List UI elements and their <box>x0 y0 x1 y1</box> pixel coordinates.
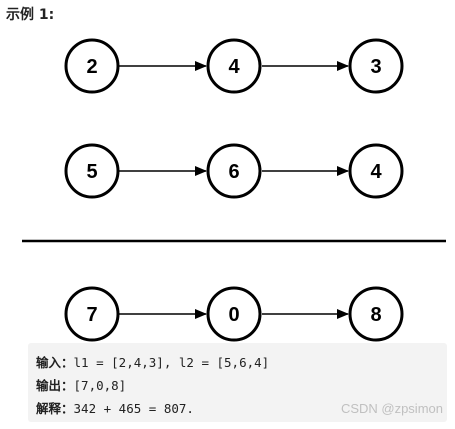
node-value: 4 <box>370 161 382 183</box>
output-line: 输出：[7,0,8] <box>36 375 126 394</box>
node-value: 8 <box>370 304 381 326</box>
list-node: 2 <box>64 38 120 94</box>
list-node: 7 <box>64 286 120 342</box>
list-node: 6 <box>206 143 262 199</box>
output-label: 输出： <box>36 378 74 393</box>
list-l1: 2 4 3 <box>64 38 404 94</box>
node-value: 0 <box>228 304 239 326</box>
list-node: 4 <box>206 38 262 94</box>
linked-list-diagram: 2 4 3 5 6 4 7 <box>22 38 446 342</box>
example-code-block: 输入：l1 = [2,4,3], l2 = [5,6,4] 输出：[7,0,8]… <box>28 343 447 422</box>
node-value: 3 <box>370 56 381 78</box>
node-value: 4 <box>228 56 240 78</box>
node-value: 5 <box>86 161 97 183</box>
list-node: 0 <box>206 286 262 342</box>
explain-label: 解释： <box>36 401 74 416</box>
node-value: 6 <box>228 161 239 183</box>
list-node: 8 <box>348 286 404 342</box>
list-node: 3 <box>348 38 404 94</box>
list-result: 7 0 8 <box>64 286 404 342</box>
watermark: CSDN @zpsimon <box>340 401 443 416</box>
output-value: [7,0,8] <box>73 378 127 393</box>
input-label: 输入： <box>36 355 74 370</box>
input-value: l1 = [2,4,3], l2 = [5,6,4] <box>73 355 270 370</box>
explain-line: 解释：342 + 465 = 807. <box>36 398 194 417</box>
list-node: 4 <box>348 143 404 199</box>
example-title: 示例 1: <box>6 7 55 23</box>
list-l2: 5 6 4 <box>64 143 404 199</box>
explain-value: 342 + 465 = 807. <box>73 401 194 416</box>
node-value: 2 <box>86 56 97 78</box>
list-node: 5 <box>64 143 120 199</box>
input-line: 输入：l1 = [2,4,3], l2 = [5,6,4] <box>36 352 269 371</box>
node-value: 7 <box>86 304 97 326</box>
